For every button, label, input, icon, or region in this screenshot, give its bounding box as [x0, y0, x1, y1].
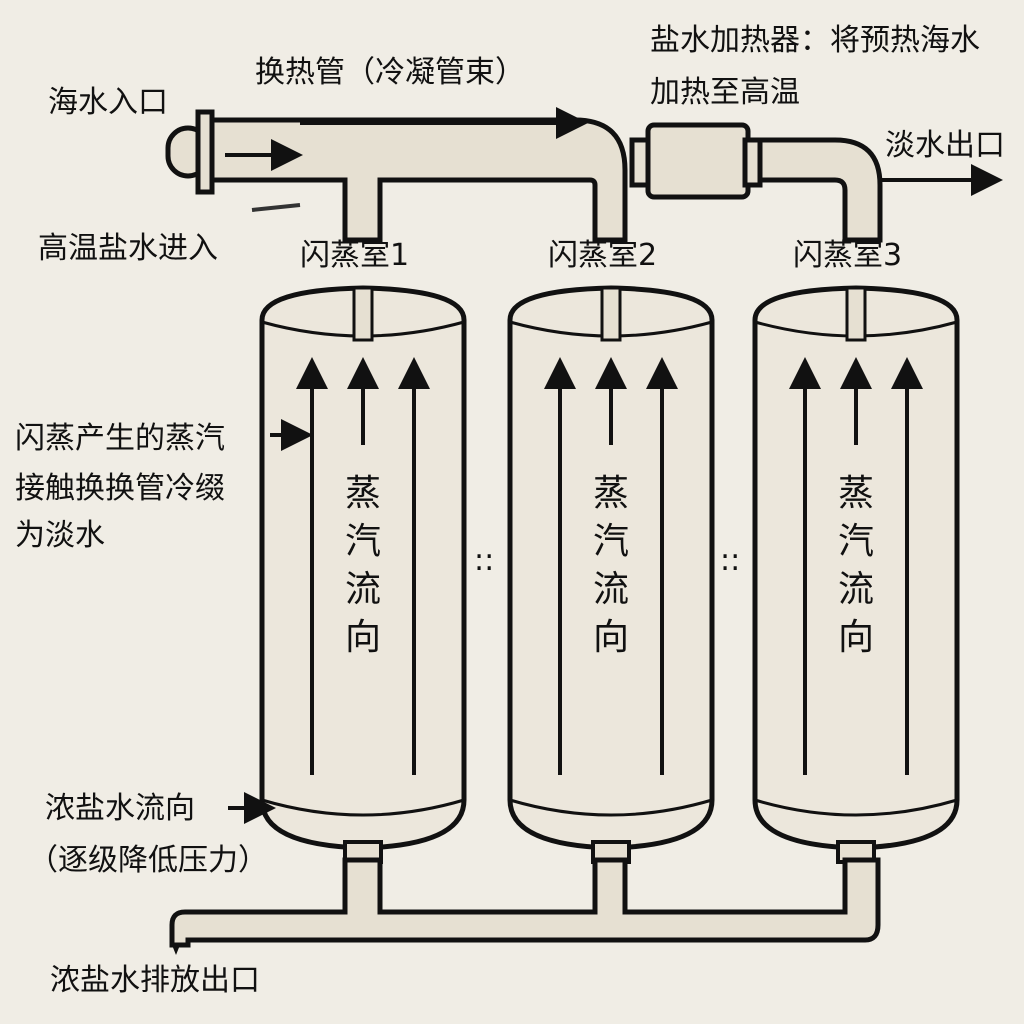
- brine-heater-label-2: 加热至高温: [650, 75, 800, 110]
- steam-flow-label: 流: [838, 569, 874, 610]
- steam-flow-label: 向: [838, 617, 874, 658]
- chamber-name: 闪蒸室2: [548, 238, 657, 273]
- brine-inlet-mark: [251, 203, 301, 212]
- vapor-note-1: 闪蒸产生的蒸汽: [15, 421, 225, 456]
- brine-heater-label-1: 盐水加热器：将预热海水: [650, 23, 980, 58]
- separator-1: ::: [474, 543, 494, 578]
- vapor-note-2: 接触换换管冷缀: [15, 471, 225, 506]
- steam-flow-label: 汽: [838, 521, 874, 562]
- brine-flow-label-2: （逐级降低压力）: [28, 843, 268, 878]
- brine-discharge-label: 浓盐水排放出口: [50, 963, 260, 998]
- chamber-name: 闪蒸室3: [793, 238, 902, 273]
- seawater-inlet-label: 海水入口: [48, 85, 168, 120]
- steam-flow-label: 流: [593, 569, 629, 610]
- steam-flow-label: 汽: [345, 521, 381, 562]
- hot-brine-inlet-label: 高温盐水进入: [38, 231, 218, 266]
- steam-flow-label: 蒸: [345, 473, 381, 514]
- brine-flow-label-1: 浓盐水流向: [45, 791, 195, 826]
- steam-flow-label: 汽: [593, 521, 629, 562]
- fresh-water-outlet-label: 淡水出口: [885, 128, 1005, 163]
- brine-collection-pipe: [169, 857, 881, 948]
- heat-exchange-pipe: [165, 109, 628, 243]
- steam-flow-label: 蒸: [838, 473, 874, 514]
- steam-flow-label: 蒸: [593, 473, 629, 514]
- steam-flow-label: 流: [345, 569, 381, 610]
- steam-flow-label: 向: [593, 617, 629, 658]
- steam-flow-label: 向: [345, 617, 381, 658]
- heat-exchange-tube-label: 换热管（冷凝管束）: [255, 55, 525, 90]
- brine-heater: [629, 122, 883, 243]
- vapor-note-3: 为淡水: [15, 518, 105, 553]
- brine-discharge-drop: [172, 945, 180, 955]
- chamber-name: 闪蒸室1: [300, 238, 409, 273]
- separator-2: ::: [720, 543, 740, 578]
